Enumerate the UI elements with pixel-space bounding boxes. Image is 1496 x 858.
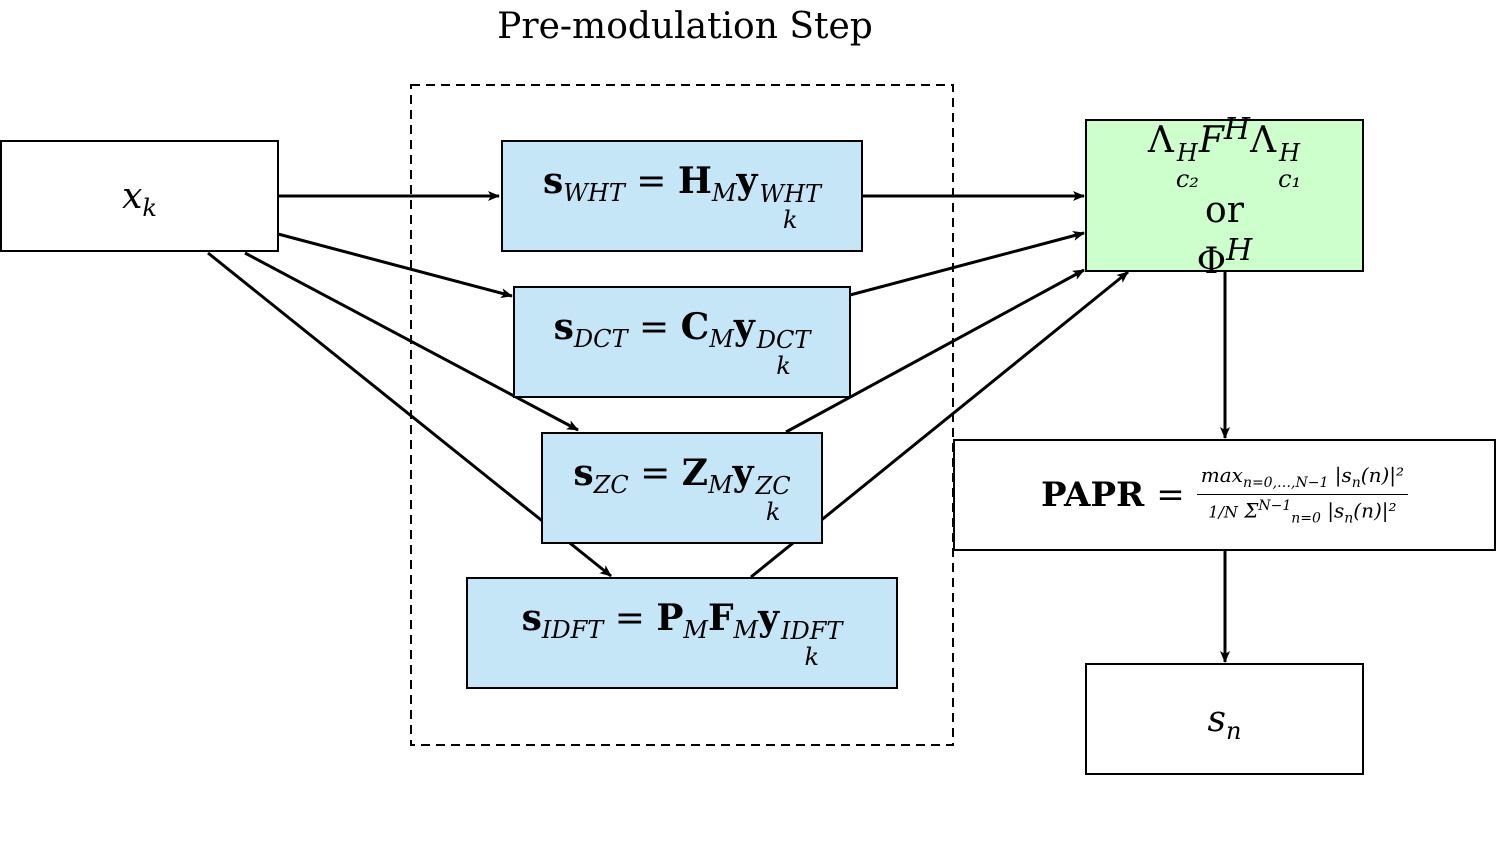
papr-denominator: 1/N ΣN−1n=0 |sn(n)|² bbox=[1208, 498, 1397, 527]
modulation-line-3: ΦH bbox=[1196, 232, 1253, 282]
papr-equals: = bbox=[1156, 475, 1185, 515]
papr-formula: PAPR = maxn=0,…,N−1 |sn(n)|² 1/N ΣN−1n=0… bbox=[1040, 463, 1409, 527]
input-node: xk bbox=[0, 140, 279, 252]
output-node: sn bbox=[1085, 663, 1364, 775]
output-label: sn bbox=[1207, 698, 1242, 745]
modulation-line-2: or bbox=[1205, 189, 1244, 231]
papr-node: PAPR = maxn=0,…,N−1 |sn(n)|² 1/N ΣN−1n=0… bbox=[953, 439, 1496, 551]
arrow-dct-to-modulation bbox=[849, 230, 1085, 297]
diagram-title: Pre-modulation Step bbox=[497, 6, 873, 47]
papr-numerator: maxn=0,…,N−1 |sn(n)|² bbox=[1196, 463, 1409, 496]
input-label: xk bbox=[122, 175, 157, 222]
papr-fraction: maxn=0,…,N−1 |sn(n)|² 1/N ΣN−1n=0 |sn(n)… bbox=[1196, 463, 1409, 527]
arrow-zc-to-modulation bbox=[785, 268, 1085, 434]
papr-lhs: PAPR bbox=[1040, 475, 1145, 515]
arrow-input-to-zc bbox=[244, 251, 579, 432]
arrow-input-to-dct bbox=[277, 232, 513, 299]
